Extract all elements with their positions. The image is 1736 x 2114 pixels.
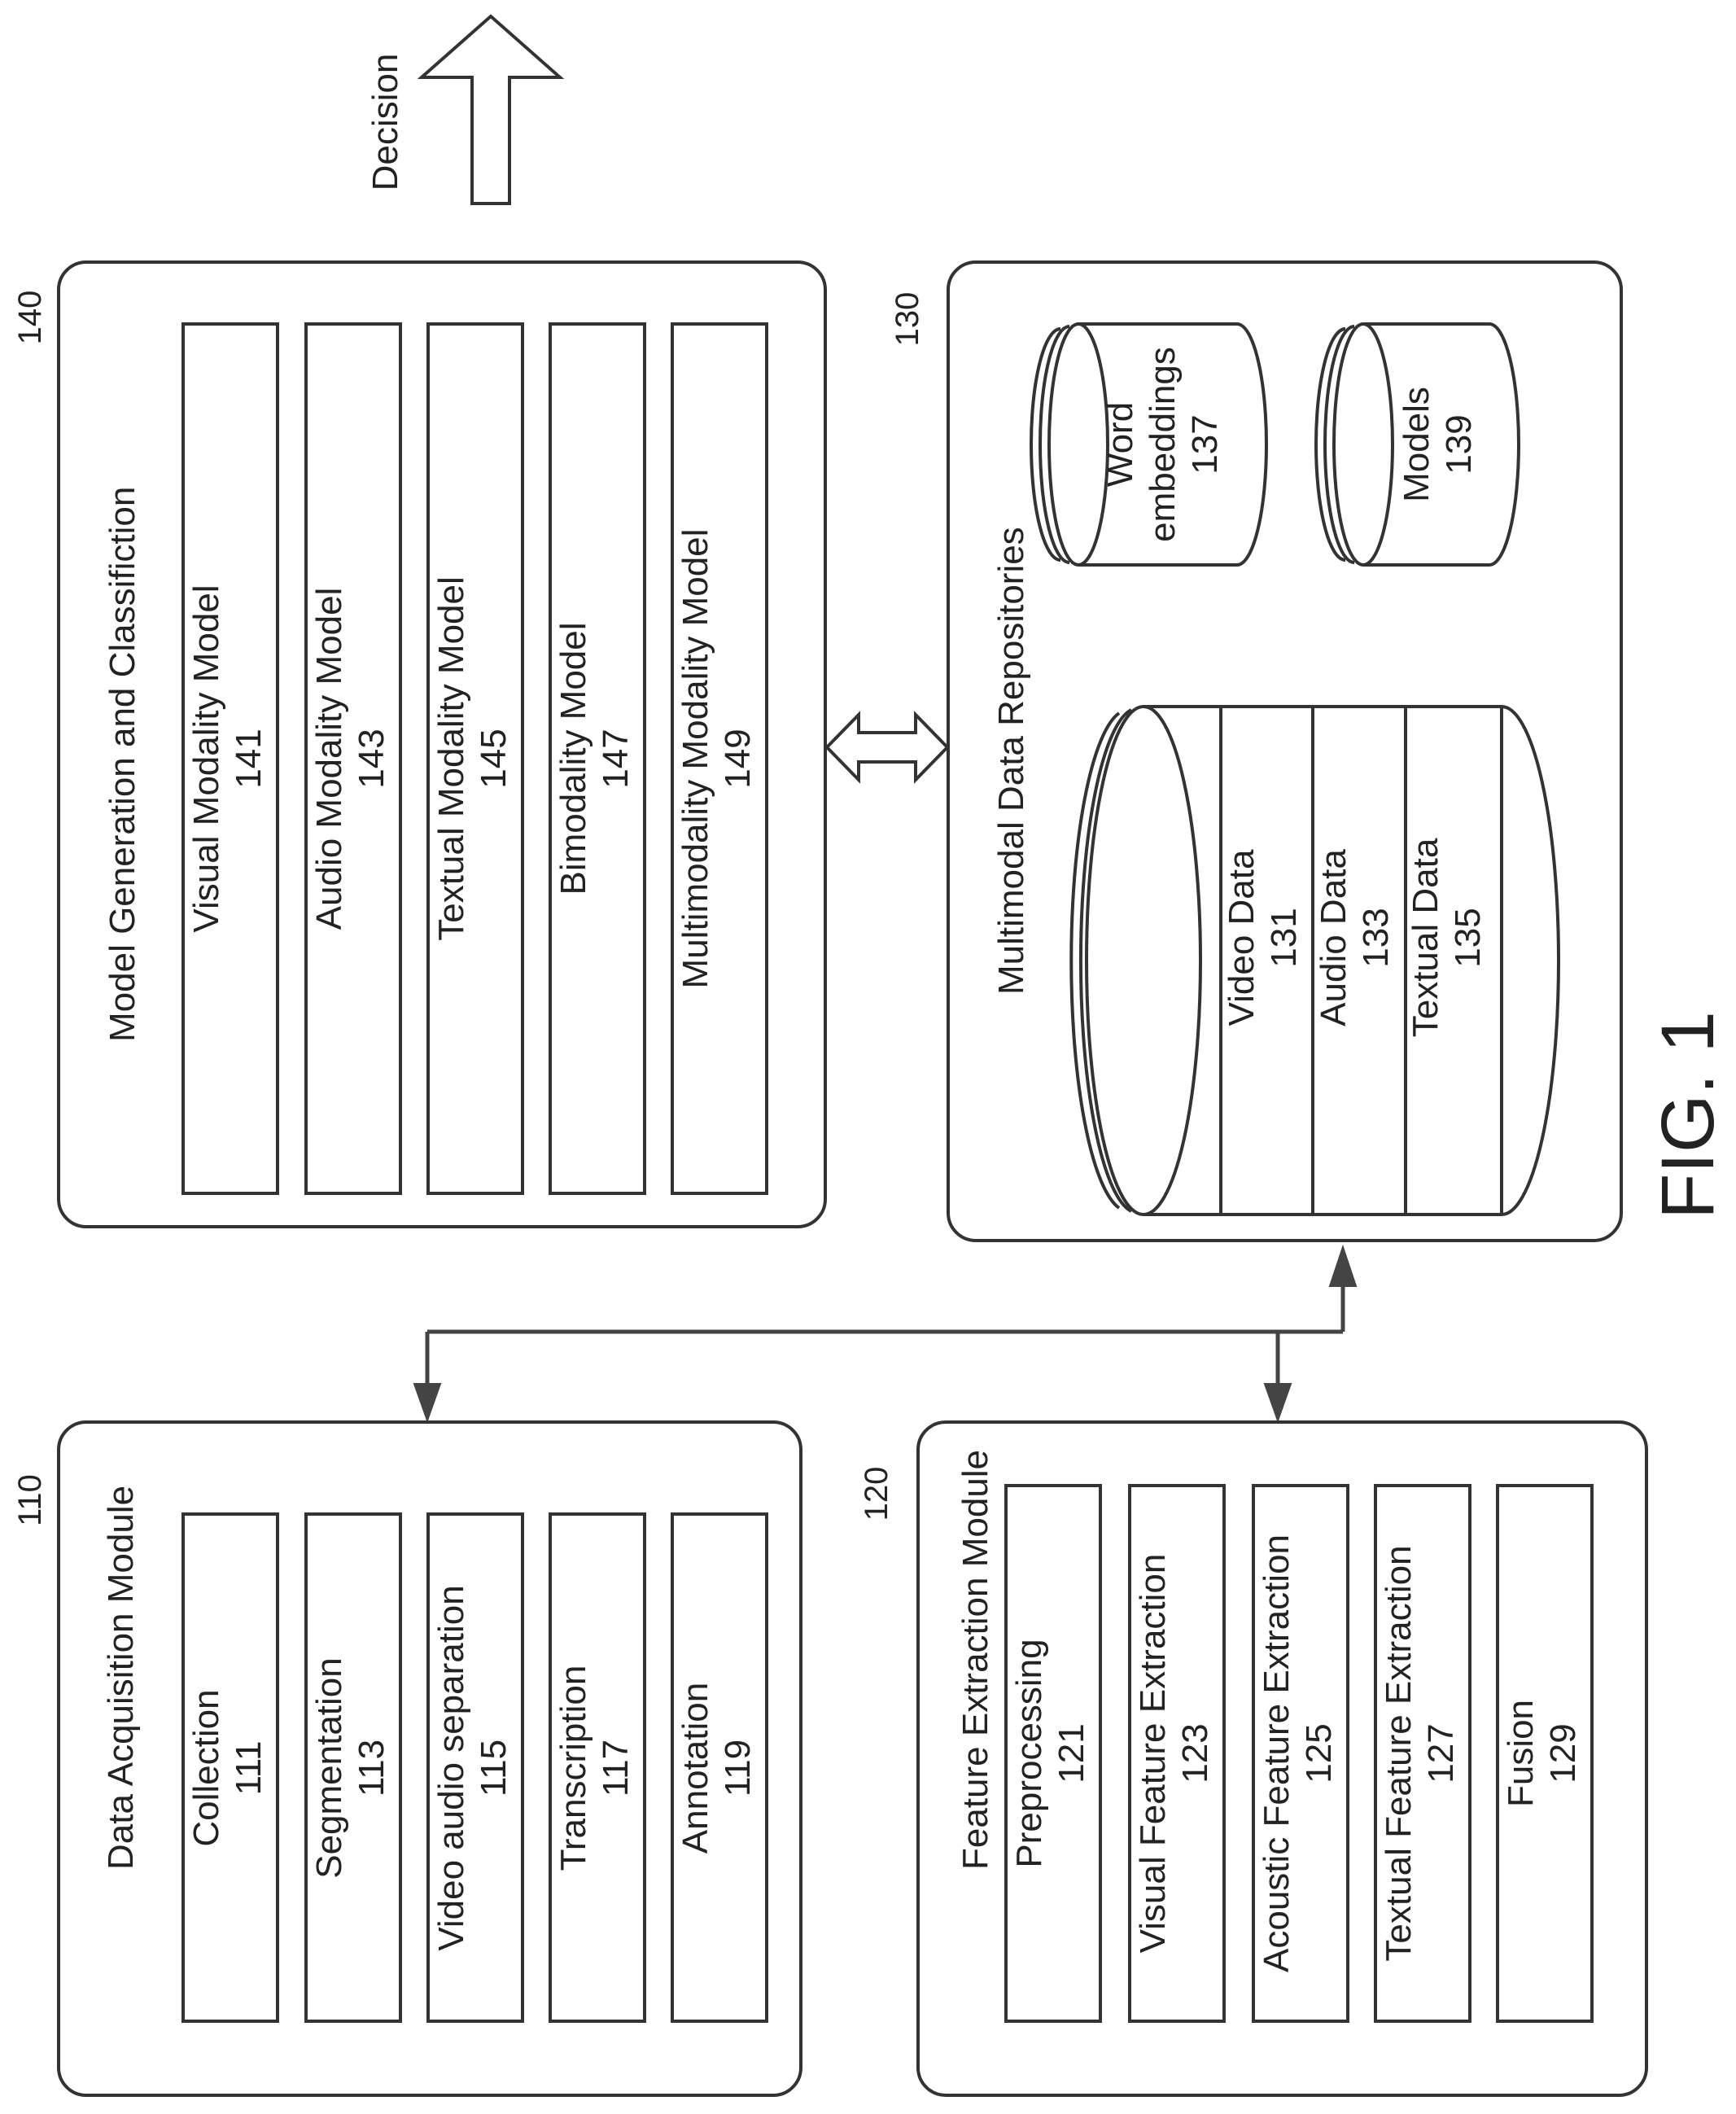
connector-lines — [414, 1247, 1356, 1420]
video-data-label: Video Data — [1222, 849, 1262, 1026]
models-ref: 139 — [1439, 414, 1479, 474]
bimodality-model-label: Bimodality Model — [553, 622, 593, 895]
decision-output-arrow — [422, 16, 560, 204]
acoustic-feature-extraction-label: Acoustic Feature Extraction — [1257, 1534, 1297, 1972]
video-audio-separation-ref: 115 — [474, 1740, 514, 1797]
preprocessing-ref: 121 — [1052, 1723, 1091, 1783]
fusion-label: Fusion — [1501, 1700, 1541, 1807]
multimodality-modality-model-ref: 149 — [718, 729, 758, 788]
models-label: Models — [1397, 387, 1436, 502]
video-data-ref: 131 — [1264, 908, 1304, 967]
segmentation-ref: 113 — [352, 1740, 391, 1797]
fusion-ref: 129 — [1543, 1723, 1583, 1783]
visual-modality-model-ref: 141 — [229, 729, 269, 788]
textual-modality-model-ref: 145 — [474, 729, 514, 788]
data-acquisition-ref: 110 — [12, 1474, 48, 1526]
model-generation-ref: 140 — [12, 291, 48, 345]
annotation-ref: 119 — [718, 1740, 758, 1797]
repositories-ref: 130 — [890, 292, 925, 347]
feature-extraction-ref: 120 — [859, 1467, 894, 1521]
textual-data-label: Textual Data — [1406, 838, 1445, 1037]
decision-label: Decision — [365, 54, 405, 191]
audio-modality-model-ref: 143 — [352, 729, 391, 788]
segmentation-label: Segmentation — [309, 1657, 349, 1879]
model-generation-title: Model Generation and Classifiction — [103, 487, 142, 1042]
data-acquisition-title: Data Acquisition Module — [101, 1486, 141, 1870]
audio-data-ref: 133 — [1356, 908, 1396, 967]
audio-data-label: Audio Data — [1314, 849, 1353, 1026]
visual-feature-extraction-ref: 123 — [1175, 1723, 1215, 1783]
word-embeddings-line1: Word — [1100, 402, 1140, 487]
word-embeddings-line2: embeddings — [1143, 347, 1183, 542]
multimodality-modality-model-label: Multimodality Modality Model — [676, 529, 715, 989]
textual-feature-extraction-ref: 127 — [1421, 1723, 1461, 1783]
word-embeddings-ref: 137 — [1185, 414, 1225, 474]
collection-ref: 111 — [229, 1741, 269, 1796]
repositories-title: Multimodal Data Repositories — [991, 527, 1031, 995]
visual-feature-extraction-label: Visual Feature Extraction — [1133, 1554, 1173, 1954]
textual-data-ref: 135 — [1448, 908, 1488, 967]
figure-label: FIG. 1 — [1646, 1011, 1729, 1219]
video-audio-separation-label: Video audio separation — [431, 1585, 471, 1950]
collection-label: Collection — [186, 1689, 226, 1846]
preprocessing-label: Preprocessing — [1009, 1639, 1049, 1867]
transcription-ref: 117 — [596, 1740, 636, 1797]
visual-modality-model-label: Visual Modality Model — [186, 584, 226, 932]
annotation-label: Annotation — [676, 1683, 715, 1854]
textual-modality-model-label: Textual Modality Model — [431, 576, 471, 941]
transcription-label: Transcription — [553, 1665, 593, 1871]
audio-modality-model-label: Audio Modality Model — [309, 588, 349, 930]
textual-feature-extraction-label: Textual Feature Extraction — [1379, 1545, 1419, 1961]
feature-extraction-title: Feature Extraction Module — [955, 1450, 995, 1870]
bidirectional-arrow — [827, 715, 947, 780]
acoustic-feature-extraction-ref: 125 — [1299, 1723, 1339, 1783]
bimodality-model-ref: 147 — [596, 729, 636, 788]
